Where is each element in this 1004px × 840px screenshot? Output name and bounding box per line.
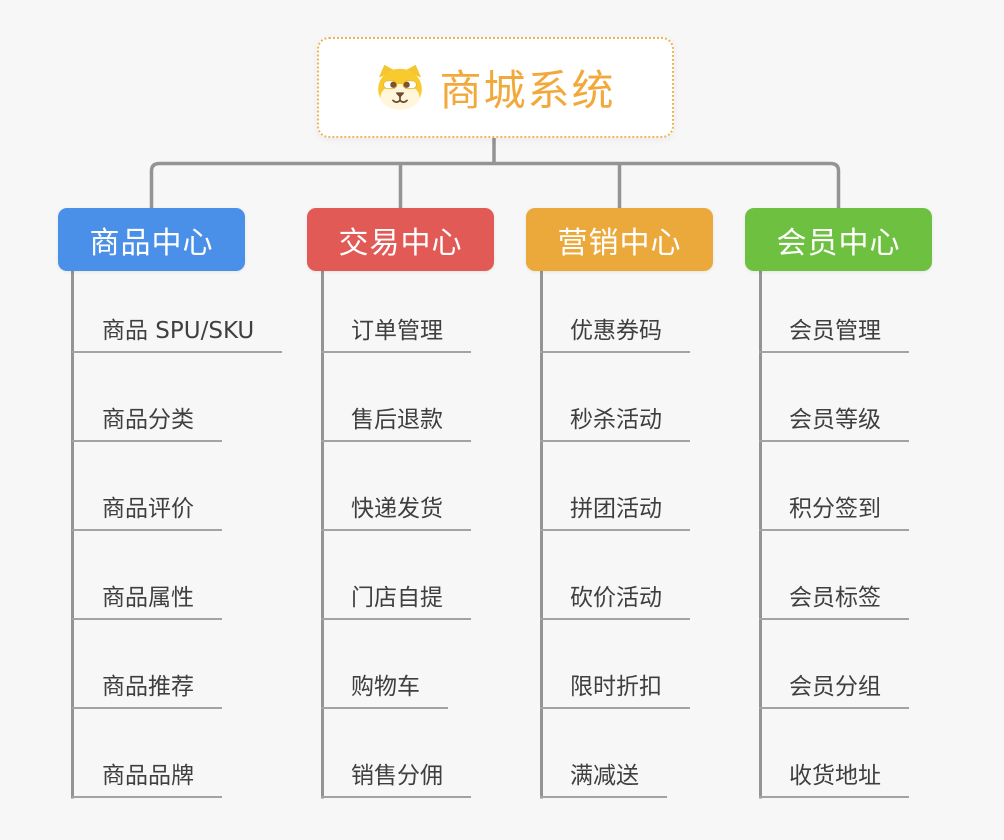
branch-product-center: 商品中心 商品 SPU/SKU 商品分类 商品评价 商品属性 商品推荐 商品品牌: [58, 208, 308, 818]
branch-item[interactable]: 门店自提: [321, 584, 471, 620]
item-label: 商品品牌: [102, 763, 194, 789]
item-label: 限时折扣: [570, 674, 662, 700]
branch-item[interactable]: 秒杀活动: [540, 406, 690, 442]
item-label: 商品评价: [102, 496, 194, 522]
branch-item[interactable]: 会员管理: [759, 317, 909, 353]
branch-item[interactable]: 收货地址: [759, 762, 909, 798]
shiba-dog-icon: [378, 64, 423, 110]
branch-trade-center: 交易中心 订单管理 售后退款 快递发货 门店自提 购物车 销售分佣: [307, 208, 557, 818]
branch-label: 会员中心: [776, 225, 901, 261]
item-label: 订单管理: [351, 318, 443, 344]
branch-item[interactable]: 售后退款: [321, 406, 471, 442]
branch-item[interactable]: 会员分组: [759, 673, 909, 709]
branch-item[interactable]: 满减送: [540, 762, 667, 798]
item-label: 满减送: [570, 763, 639, 789]
item-label: 砍价活动: [570, 585, 662, 611]
branch-item[interactable]: 优惠券码: [540, 317, 690, 353]
item-label: 秒杀活动: [570, 407, 662, 433]
branch-label: 交易中心: [338, 225, 463, 261]
branch-item[interactable]: 快递发货: [321, 495, 471, 531]
item-label: 销售分佣: [351, 763, 443, 789]
branch-label: 商品中心: [89, 225, 214, 261]
branch-member-center: 会员中心 会员管理 会员等级 积分签到 会员标签 会员分组 收货地址: [745, 208, 995, 818]
item-label: 会员分组: [789, 674, 881, 700]
branch-node-product-center[interactable]: 商品中心: [58, 208, 245, 271]
root-node[interactable]: 商城系统: [317, 37, 674, 138]
branch-item[interactable]: 会员标签: [759, 584, 909, 620]
item-label: 商品分类: [102, 407, 194, 433]
branch-item[interactable]: 砍价活动: [540, 584, 690, 620]
branch-item[interactable]: 销售分佣: [321, 762, 471, 798]
branch-item[interactable]: 会员等级: [759, 406, 909, 442]
item-label: 会员标签: [789, 585, 881, 611]
item-label: 收货地址: [789, 763, 881, 789]
branch-item[interactable]: 商品品牌: [72, 762, 222, 798]
item-label: 会员等级: [789, 407, 881, 433]
branch-marketing-center: 营销中心 优惠券码 秒杀活动 拼团活动 砍价活动 限时折扣 满减送: [526, 208, 776, 818]
root-title: 商城系统: [439, 66, 616, 115]
branch-item[interactable]: 商品属性: [72, 584, 222, 620]
item-label: 快递发货: [351, 496, 443, 522]
item-label: 积分签到: [789, 496, 881, 522]
item-label: 商品推荐: [102, 674, 194, 700]
item-label: 门店自提: [351, 585, 443, 611]
branch-node-marketing-center[interactable]: 营销中心: [526, 208, 713, 271]
item-label: 售后退款: [351, 407, 443, 433]
item-label: 优惠券码: [570, 318, 662, 344]
branch-item[interactable]: 商品 SPU/SKU: [72, 317, 283, 353]
branch-item[interactable]: 拼团活动: [540, 495, 690, 531]
branch-item[interactable]: 商品分类: [72, 406, 222, 442]
item-label: 会员管理: [789, 318, 881, 344]
branch-label: 营销中心: [557, 225, 682, 261]
branch-item[interactable]: 购物车: [321, 673, 448, 709]
branch-item[interactable]: 商品推荐: [72, 673, 222, 709]
branch-node-member-center[interactable]: 会员中心: [745, 208, 932, 271]
branch-node-trade-center[interactable]: 交易中心: [307, 208, 494, 271]
branch-item[interactable]: 订单管理: [321, 317, 471, 353]
branch-item[interactable]: 积分签到: [759, 495, 909, 531]
item-label: 商品 SPU/SKU: [102, 318, 255, 344]
item-label: 购物车: [351, 674, 420, 700]
item-label: 拼团活动: [570, 496, 662, 522]
item-label: 商品属性: [102, 585, 194, 611]
branch-item[interactable]: 商品评价: [72, 495, 222, 531]
branch-item[interactable]: 限时折扣: [540, 673, 690, 709]
